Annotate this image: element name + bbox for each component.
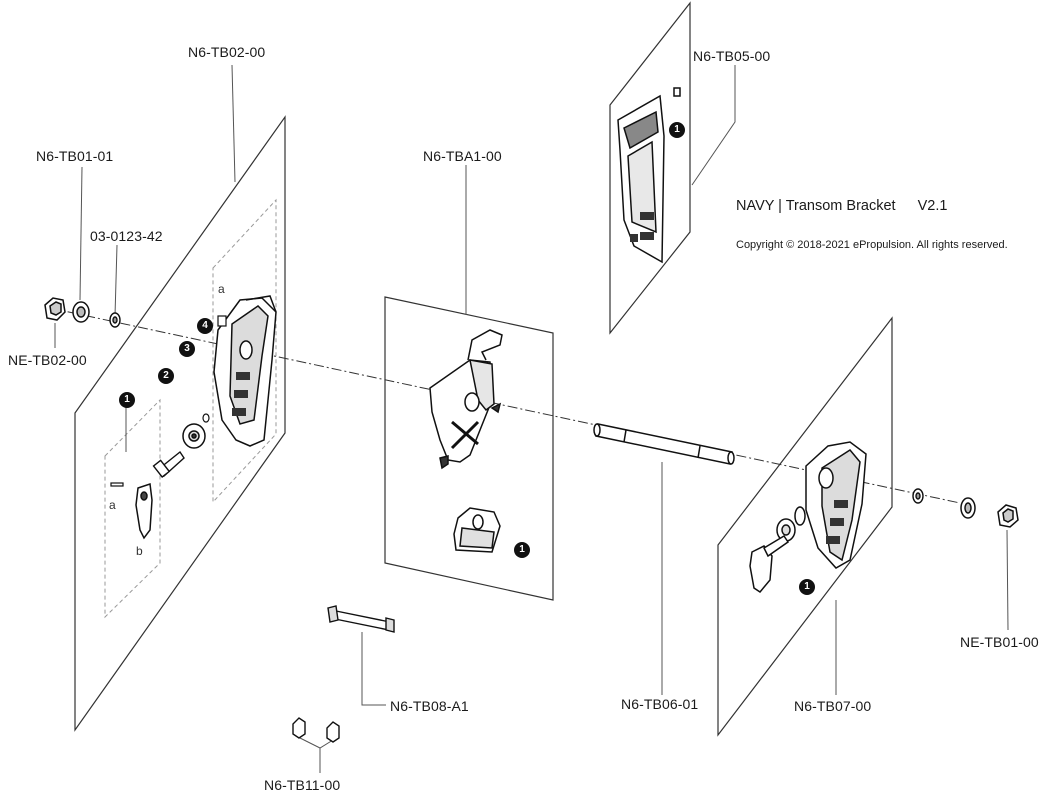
callout-letter-a-top: a	[218, 282, 225, 296]
small-screw	[202, 413, 210, 423]
plane-bottom-right	[717, 316, 893, 737]
sub-bracket-tba1	[453, 507, 501, 553]
washer-03-0123-42	[109, 312, 121, 328]
callout-badge-1-center: 1	[514, 542, 530, 558]
lever-right	[749, 534, 790, 593]
label-n6-tb02-00: N6-TB02-00	[188, 44, 266, 60]
plane-center	[384, 296, 554, 601]
subframe-bracket	[212, 198, 277, 504]
label-03-0123-42: 03-0123-42	[90, 228, 163, 244]
callout-badge-1-right: 1	[799, 579, 815, 595]
callout-badge-1-cover: 1	[669, 122, 685, 138]
plane-left	[74, 115, 286, 732]
lever-b	[135, 482, 153, 540]
assembly-axis	[49, 307, 961, 504]
leader-tb05	[691, 65, 736, 186]
knob-disc-right	[776, 506, 806, 542]
leader-washer	[114, 244, 118, 317]
callout-badge-2: 2	[158, 368, 174, 384]
label-n6-tba1-00: N6-TBA1-00	[423, 148, 502, 164]
clamp-bracket-left	[213, 295, 277, 447]
clamp-bracket-right	[805, 441, 867, 569]
label-ne-tb02-00: NE-TB02-00	[8, 352, 87, 368]
pin-a	[110, 482, 124, 487]
nut-tb11-right	[326, 721, 340, 743]
leader-tb01-01	[79, 166, 83, 301]
leader-tb02	[231, 64, 236, 183]
subframe-pin	[104, 398, 161, 619]
nut-tb11-left	[292, 717, 306, 739]
label-n6-tb06-01: N6-TB06-01	[621, 696, 699, 712]
nut-right-1	[960, 497, 976, 519]
callout-badge-3: 3	[179, 341, 195, 357]
screw-a	[217, 315, 227, 327]
nut-ne-tb01	[997, 504, 1019, 528]
copyright-notice: Copyright © 2018-2021 ePropulsion. All r…	[736, 239, 1008, 251]
shaft-tb06	[593, 423, 735, 465]
callout-letter-b: b	[136, 544, 143, 558]
bolt-tb08	[327, 605, 395, 633]
leader-tb08	[361, 632, 386, 706]
label-n6-tb08-a1: N6-TB08-A1	[390, 698, 469, 714]
label-n6-tb11-00: N6-TB11-00	[264, 777, 341, 793]
nut-ne-tb02	[44, 297, 66, 321]
callout-badge-1-left: 1	[119, 392, 135, 408]
main-bracket-tba1	[429, 329, 503, 470]
title-text: NAVY | Transom Bracket	[736, 198, 896, 214]
knob-disc	[182, 423, 206, 449]
label-n6-tb01-01: N6-TB01-01	[36, 148, 114, 164]
handle-bolt	[152, 450, 185, 478]
diagram-title: NAVY | Transom Bracket V2.1	[736, 198, 947, 214]
plane-top-right	[609, 1, 691, 335]
version-text: V2.1	[917, 198, 948, 214]
callout-letter-a-bottom: a	[109, 498, 116, 512]
label-ne-tb01-00: NE-TB01-00	[960, 634, 1039, 650]
washer-right	[912, 488, 924, 504]
label-n6-tb07-00: N6-TB07-00	[794, 698, 872, 714]
label-n6-tb05-00: N6-TB05-00	[693, 48, 771, 64]
leader-ne-tb01	[1006, 529, 1009, 631]
cover-plate-tb05	[617, 87, 681, 264]
callout-badge-4: 4	[197, 318, 213, 334]
nut-tb01-01	[72, 301, 90, 323]
